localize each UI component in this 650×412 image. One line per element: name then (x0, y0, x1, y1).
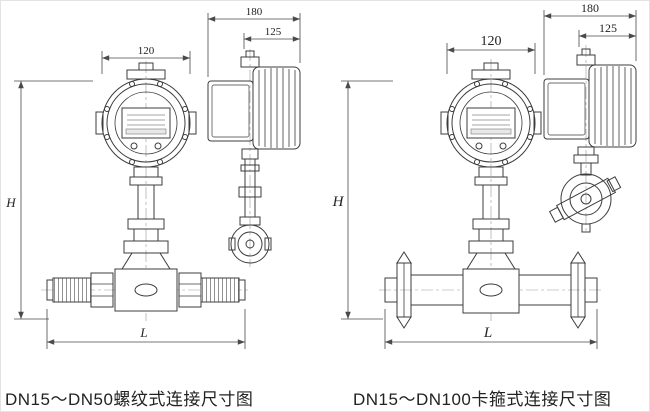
right-front-view (384, 62, 598, 329)
dim-label-length-left: L (139, 325, 147, 340)
sensor-tube-clamp (548, 146, 622, 233)
left-side-view (207, 50, 301, 264)
right-side-view (543, 48, 637, 233)
left-front-view (46, 62, 246, 312)
brand-logo-badge (479, 283, 503, 297)
dim-label-side-total-right: 180 (581, 1, 599, 15)
threaded-pipe-assembly (46, 268, 246, 312)
dim-label-height-right: H (332, 194, 345, 210)
right-dimensions: 120 H L 180 125 (332, 1, 637, 349)
dim-label-side-total-left: 180 (246, 6, 263, 18)
dim-label-side-partial-left: 125 (265, 26, 282, 38)
brand-logo-badge (134, 283, 158, 297)
left-dimensions: 120 H L 180 125 (5, 6, 301, 349)
caption-clamp-connection: DN15～DN100卡箍式连接尺寸图 (353, 390, 612, 409)
dim-label-width-right: 120 (481, 34, 502, 49)
dim-label-width-left: 120 (138, 45, 155, 57)
caption-threaded-connection: DN15～DN50螺纹式连接尺寸图 (5, 390, 254, 409)
sensor-tube-threaded (228, 148, 272, 264)
dim-label-height-left: H (5, 195, 16, 210)
transmitter-housing-right (543, 48, 637, 148)
transmitter-housing-left (207, 50, 301, 150)
clamp-pipe-assembly (384, 251, 598, 329)
dim-label-length-right: L (483, 325, 492, 341)
tri-clamp-band (548, 176, 622, 223)
dim-label-side-partial-right: 125 (599, 21, 617, 35)
